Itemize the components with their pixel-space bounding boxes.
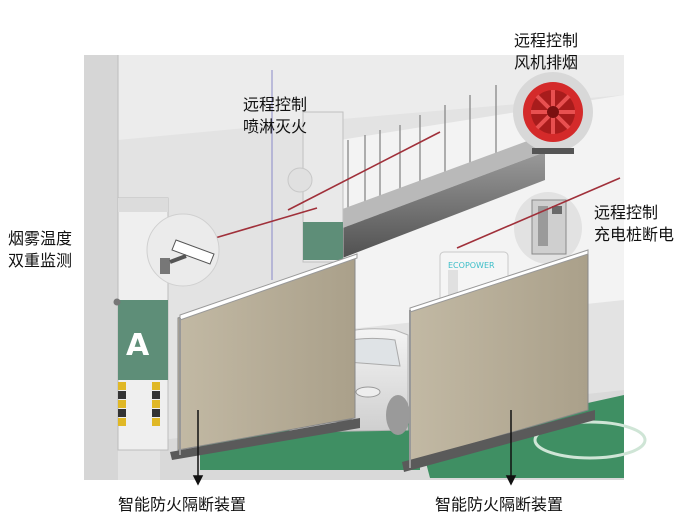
label-fan-line-1: 远程控制 xyxy=(514,31,579,50)
label-charger-line-1: 远程控制 xyxy=(594,203,659,222)
annotation-lines xyxy=(214,131,621,249)
label-sprinkler-line-2: 喷淋灭火 xyxy=(243,117,308,136)
label-smoke-temperature: 烟雾温度 双重监测 xyxy=(8,228,72,272)
label-barrier-left: 智能防火隔断装置 xyxy=(118,495,247,514)
label-sprinkler: 远程控制 喷淋灭火 xyxy=(243,94,307,138)
charger-brand-text: ECOPOWER xyxy=(448,261,495,270)
label-sprinkler-line-1: 远程控制 xyxy=(243,95,308,114)
label-smoke-temperature-line-1: 烟雾温度 xyxy=(8,229,73,248)
label-charger-line-2: 充电桩断电 xyxy=(594,225,675,244)
security-camera xyxy=(146,213,220,287)
charger-cabinet xyxy=(514,192,582,264)
barrier-right xyxy=(402,249,595,472)
sprinkler-pipes xyxy=(347,85,497,235)
barrier-left xyxy=(170,253,360,460)
exhaust-fan xyxy=(513,72,593,154)
label-fan-line-2: 风机排烟 xyxy=(514,53,579,72)
label-fan: 远程控制 风机排烟 xyxy=(514,30,578,74)
label-barrier-right: 智能防火隔断装置 xyxy=(435,495,564,514)
smoke-sensor xyxy=(287,167,313,193)
pillar-letter: A xyxy=(126,328,150,363)
barrier-arrows xyxy=(192,410,517,486)
label-charger: 远程控制 充电桩断电 xyxy=(594,202,674,246)
label-smoke-temperature-line-2: 双重监测 xyxy=(8,251,73,270)
